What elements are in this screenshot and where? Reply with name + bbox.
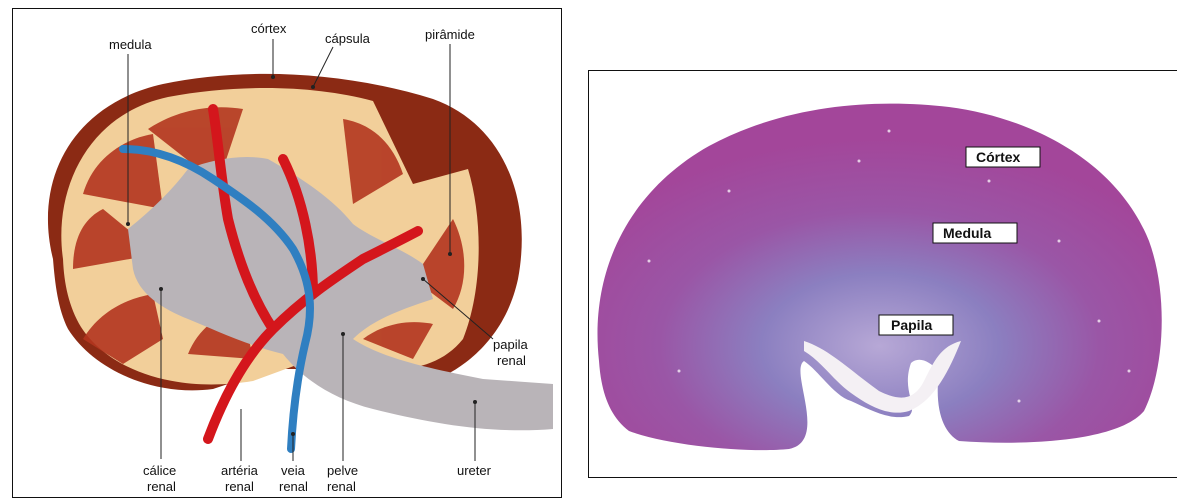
histology-label-medula: Medula <box>943 225 991 241</box>
label-medula: medula <box>109 37 152 52</box>
label-calice-line1: cálice <box>143 463 176 478</box>
label-pelve-line2: renal <box>327 479 356 494</box>
kidney-histology-image: Córtex Medula Papila <box>589 71 1177 479</box>
label-pelve-line1: pelve <box>327 463 358 478</box>
anatomy-illustration-panel: medula córtex cápsula pirâmide papila re… <box>12 8 562 498</box>
label-cortex: córtex <box>251 21 287 36</box>
label-veia-line1: veia <box>281 463 306 478</box>
label-ureter: ureter <box>457 463 492 478</box>
label-arteria-line2: renal <box>225 479 254 494</box>
kidney-anatomy-drawing: medula córtex cápsula pirâmide papila re… <box>13 9 563 499</box>
label-piramide: pirâmide <box>425 27 475 42</box>
histology-label-cortex: Córtex <box>976 149 1021 165</box>
label-papila-line2: renal <box>497 353 526 368</box>
label-arteria-line1: artéria <box>221 463 259 478</box>
label-papila-line1: papila <box>493 337 528 352</box>
label-veia-line2: renal <box>279 479 308 494</box>
label-calice-line2: renal <box>147 479 176 494</box>
label-capsula: cápsula <box>325 31 371 46</box>
histology-label-papila: Papila <box>891 317 932 333</box>
histology-panel: Córtex Medula Papila <box>588 70 1177 478</box>
